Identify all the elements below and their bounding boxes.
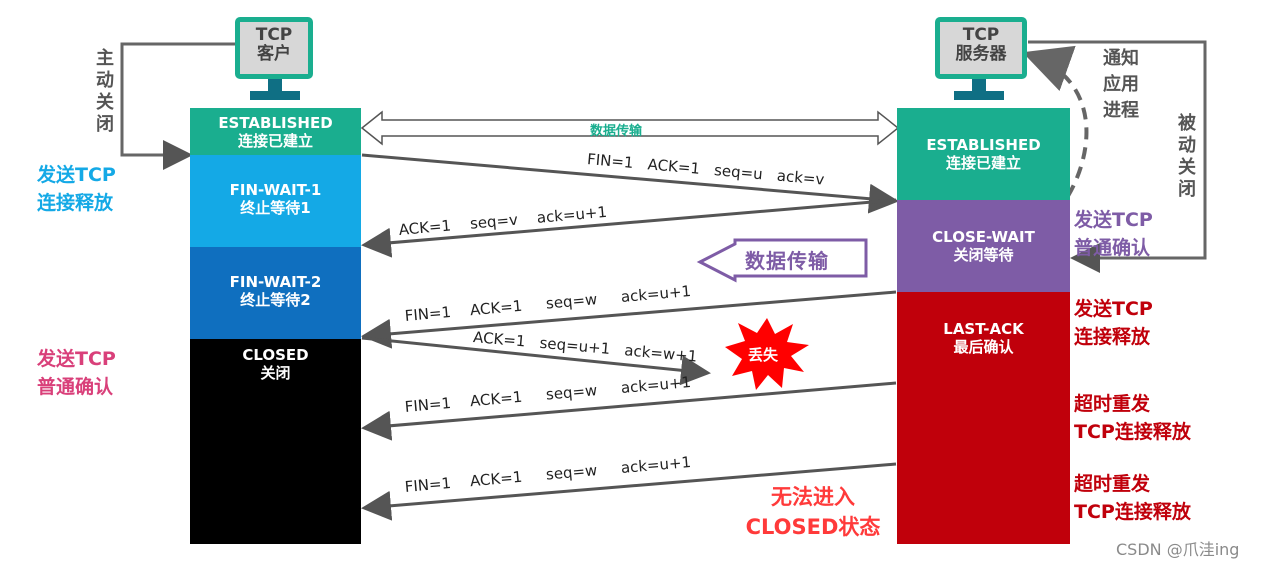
msg-arrow-3	[361, 290, 897, 349]
cannot-close-label: 无法进入 CLOSED状态	[733, 482, 893, 542]
cannot-close-line1: 无法进入	[771, 485, 855, 509]
client-state-closed-desc: 关闭	[260, 364, 291, 382]
client-state-fin-wait-2-desc: 终止等待2	[240, 291, 311, 309]
right-send-release-line2: 连接释放	[1074, 326, 1151, 348]
watermark: CSDN @爪洼ing	[1116, 540, 1240, 559]
cannot-close-line2: CLOSED状态	[745, 515, 881, 539]
data-transfer-label: 数据传输	[590, 124, 643, 139]
right-timeout-resend-1-line1: 超时重发	[1074, 393, 1151, 415]
client-state-fin-wait-1-name: FIN-WAIT-1	[229, 181, 322, 199]
server-monitor-label: TCP 服务器	[940, 26, 1022, 64]
client-state-closed: CLOSED 关闭	[190, 339, 361, 544]
client-monitor-screen	[235, 17, 313, 79]
passive-close-bracket	[1028, 40, 1207, 273]
right-send-ack-line2: 普通确认	[1074, 237, 1151, 259]
client-state-fin-wait-2: FIN-WAIT-2 终止等待2	[190, 247, 361, 339]
msg-arrow-1	[361, 153, 899, 214]
server-state-established-desc: 连接已建立	[945, 154, 1021, 172]
lost-label: 丢失	[748, 346, 779, 364]
passive-close-label: 被动关闭	[1175, 113, 1196, 201]
client-state-established: ESTABLISHED 连接已建立	[190, 108, 361, 155]
right-timeout-resend-2-line2: TCP连接释放	[1074, 501, 1191, 523]
client-state-fin-wait-2-name: FIN-WAIT-2	[229, 273, 322, 291]
left-send-ack-label: 发送TCP 普通确认	[37, 345, 116, 401]
left-send-release-label: 发送TCP 连接释放	[37, 161, 116, 217]
server-monitor-base	[954, 91, 1004, 100]
client-monitor-neck	[268, 79, 282, 91]
msg-arrow-6	[361, 462, 897, 521]
client-monitor: TCP 客户	[235, 17, 317, 79]
server-monitor-screen	[935, 17, 1027, 79]
right-timeout-resend-1-line2: TCP连接释放	[1074, 421, 1191, 443]
purple-data-transfer-label: 数据传输	[745, 249, 829, 273]
client-label-line2: 客户	[257, 44, 291, 64]
server-state-last-ack-name: LAST-ACK	[943, 320, 1024, 338]
left-send-release-line1: 发送TCP	[37, 164, 116, 186]
server-label-line2: 服务器	[955, 44, 1007, 64]
server-state-close-wait-desc: 关闭等待	[953, 246, 1014, 264]
right-timeout-resend-1-label: 超时重发 TCP连接释放	[1074, 390, 1191, 446]
client-state-fin-wait-1: FIN-WAIT-1 终止等待1	[190, 155, 361, 247]
notify-app-line3: 进程	[1103, 100, 1139, 121]
server-state-close-wait: CLOSE-WAIT 关闭等待	[897, 200, 1070, 292]
purple-data-arrow	[696, 238, 868, 283]
server-state-last-ack: LAST-ACK 最后确认	[897, 292, 1070, 544]
right-send-ack-line1: 发送TCP	[1074, 209, 1153, 231]
server-label-line1: TCP	[962, 25, 1000, 45]
lost-burst	[725, 318, 809, 390]
left-send-release-line2: 连接释放	[37, 192, 114, 214]
notify-app-line2: 应用	[1103, 74, 1139, 95]
msg-arrow-4	[361, 336, 711, 386]
client-state-fin-wait-1-desc: 终止等待1	[240, 199, 311, 217]
notify-app-label: 通知 应用 进程	[1103, 46, 1139, 124]
left-send-ack-line2: 普通确认	[37, 376, 114, 398]
server-state-last-ack-desc: 最后确认	[953, 338, 1014, 356]
right-send-release-label: 发送TCP 连接释放	[1074, 295, 1153, 351]
active-close-bracket	[120, 42, 235, 170]
client-state-established-desc: 连接已建立	[237, 132, 313, 150]
right-timeout-resend-2-line1: 超时重发	[1074, 473, 1151, 495]
right-timeout-resend-2-label: 超时重发 TCP连接释放	[1074, 470, 1191, 526]
client-monitor-label: TCP 客户	[240, 26, 308, 64]
notify-app-curve	[1022, 45, 1089, 198]
client-label-line1: TCP	[255, 25, 293, 45]
notify-app-line1: 通知	[1103, 48, 1139, 69]
server-state-close-wait-name: CLOSE-WAIT	[932, 228, 1035, 246]
server-state-established: ESTABLISHED 连接已建立	[897, 108, 1070, 200]
server-monitor: TCP 服务器	[935, 17, 1035, 79]
right-send-release-line1: 发送TCP	[1074, 298, 1153, 320]
server-monitor-neck	[972, 79, 986, 91]
client-monitor-base	[250, 91, 300, 100]
client-state-established-name: ESTABLISHED	[218, 114, 333, 132]
server-state-established-name: ESTABLISHED	[926, 136, 1041, 154]
right-send-ack-label: 发送TCP 普通确认	[1074, 206, 1153, 262]
active-close-label: 主动关闭	[93, 48, 114, 136]
msg-arrow-5	[361, 381, 897, 441]
left-send-ack-line1: 发送TCP	[37, 348, 116, 370]
msg-arrow-2	[361, 198, 897, 258]
client-state-closed-name: CLOSED	[242, 346, 309, 364]
